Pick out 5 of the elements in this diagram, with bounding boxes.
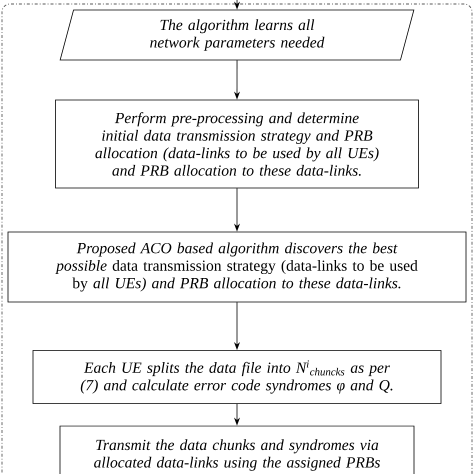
process-box: Proposed ACO based algorithm discovers the best possible data transmission strategy (data-links to be used by all UEs) and PRB allocation to these data-links. [8, 232, 466, 302]
process-box: Perform pre-processing and determine initial data transmission strategy and PRB allocation (data-links to be used by all UEs) and PRB allocation to these data-links. [55, 100, 419, 188]
process-box: Each UE splits the data file into N$^{i}$$_{chuncks}$ as per (7) and calculate error code syndromes φ and Q. [32, 350, 442, 404]
process-box: Transmit the data chunks and syndromes via allocated data-links using the assigned PRBs [60, 426, 414, 474]
input-parallelogram: The algorithm learns all network parameters needed [60, 10, 414, 60]
